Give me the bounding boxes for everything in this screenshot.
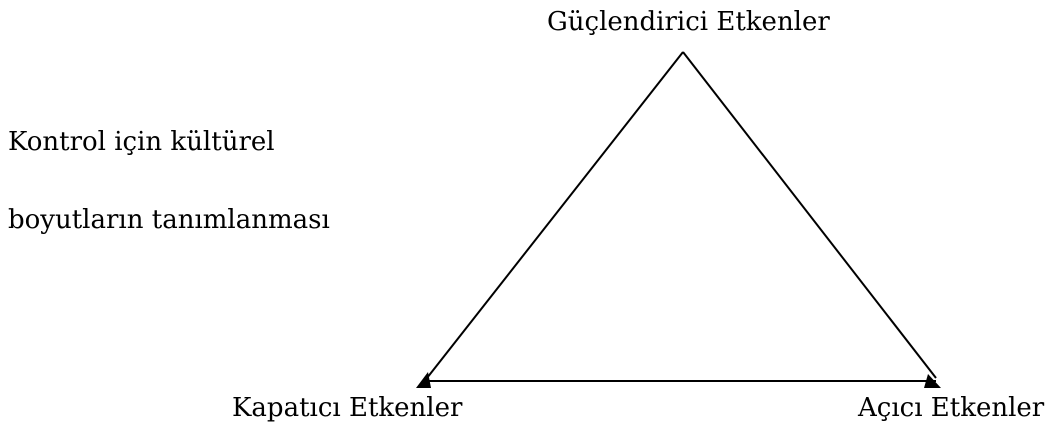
top-node-label: Güçlendirici Etkenler	[547, 7, 830, 37]
bottom-left-node-label: Kapatıcı Etkenler	[232, 393, 463, 423]
edge-top-to-bottom-left	[426, 51, 684, 379]
arrowhead-bottom-right	[924, 374, 941, 388]
description-line-2: boyutların tanımlanması	[8, 205, 330, 235]
arrowhead-bottom-left	[416, 372, 431, 388]
edge-top-to-bottom-right	[682, 51, 937, 379]
bottom-right-node-label: Açıcı Etkenler	[858, 393, 1045, 423]
description-line-1: Kontrol için kültürel	[8, 127, 275, 157]
